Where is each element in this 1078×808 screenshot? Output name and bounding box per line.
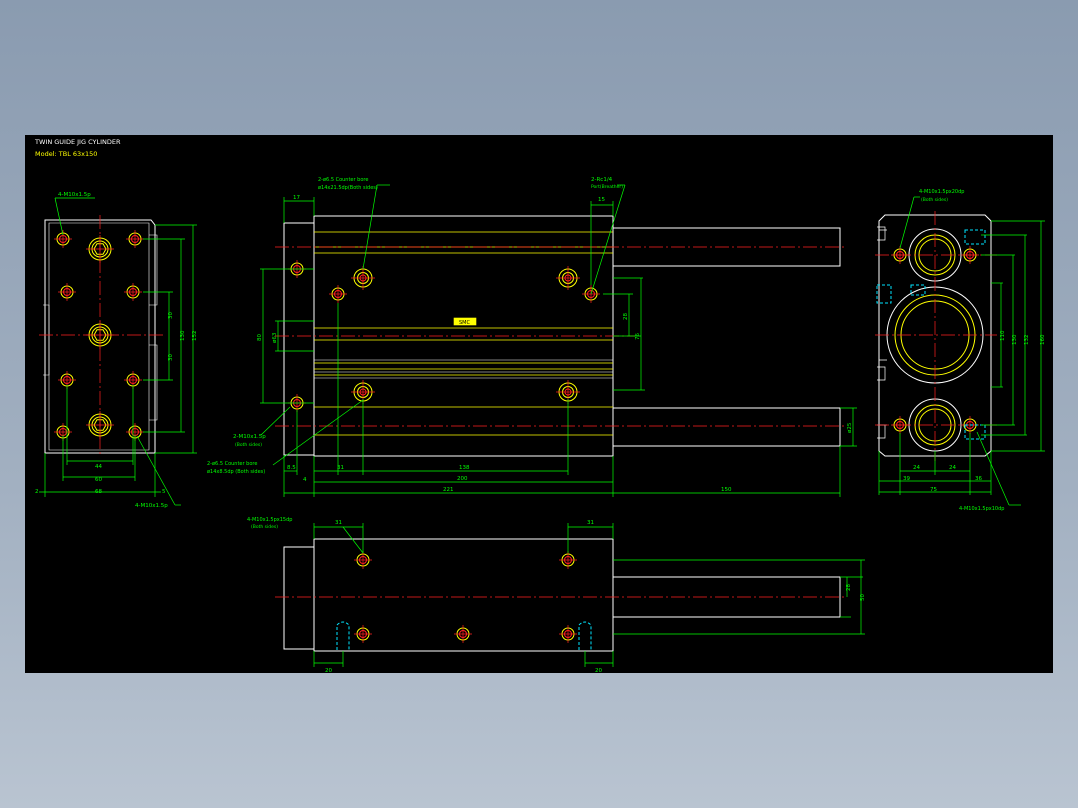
- front-callout-cbore-bottom: 2-ø6.5 Counter bore: [207, 461, 257, 467]
- right-callout-top: 4-M10x1.5px20dp: [919, 189, 964, 195]
- dim-28-bottom: 28: [846, 584, 852, 591]
- dim-20-right: 20: [595, 668, 602, 673]
- dim-221: 221: [443, 487, 454, 493]
- dim-24a: 24: [913, 465, 920, 471]
- dim-31: 31: [337, 465, 344, 471]
- cad-drawing: TWIN GUIDE JIG CYLINDER Model: TBL 63x15…: [34, 138, 1046, 673]
- dim-60: 60: [95, 477, 102, 483]
- front-callout-cbore-top-sub: ø14x21.5dp(Both sides): [318, 185, 378, 191]
- dim-80: 80: [257, 334, 263, 341]
- dim-5: 5: [162, 489, 166, 495]
- dim-30b: 30: [168, 354, 174, 361]
- dim-50: 50: [860, 594, 866, 601]
- drawing-title: TWIN GUIDE JIG CYLINDER: [34, 138, 121, 146]
- nameplate: [453, 317, 477, 326]
- dim-36: 36: [975, 476, 982, 482]
- front-view: SMC: [207, 177, 857, 497]
- dim-152: 152: [192, 331, 198, 342]
- left-end-view: 4-M10x1.5p 4-M10x1.5p 44 60 68 2 5 30 30…: [35, 192, 198, 509]
- dim-30a: 30: [168, 312, 174, 319]
- front-callout-tap: 2-M10x1.5p: [233, 434, 266, 440]
- cad-canvas: TWIN GUIDE JIG CYLINDER Model: TBL 63x15…: [25, 135, 1053, 673]
- dim-44: 44: [95, 464, 102, 470]
- front-callout-port: 2-Rc1/4: [591, 177, 613, 183]
- dim-31-bottom-left: 31: [335, 520, 342, 526]
- bottom-callout-sub: (Both sides): [251, 524, 278, 530]
- model-label: Model: TBL 63x150: [35, 150, 97, 158]
- dim-132: 132: [1024, 335, 1030, 346]
- dim-8-5: 8.5: [287, 465, 296, 471]
- dim-phi63: ø63: [272, 332, 278, 343]
- right-end-view: 4-M10x1.5px20dp (Both sides) 4-M10x1.5px…: [875, 189, 1046, 512]
- dim-200: 200: [457, 476, 468, 482]
- dim-110: 110: [1000, 330, 1006, 341]
- left-callout-top: 4-M10x1.5p: [58, 192, 91, 198]
- dim-24b: 24: [949, 465, 956, 471]
- dim-phi25: ø25: [847, 422, 853, 433]
- dim-2: 2: [35, 489, 39, 495]
- dim-160: 160: [1040, 334, 1046, 345]
- dim-150: 150: [721, 487, 732, 493]
- left-callout-bottom: 4-M10x1.5p: [135, 503, 168, 509]
- front-callout-port-sub: Port(Breather): [591, 184, 623, 190]
- dim-76: 76: [635, 333, 641, 340]
- dim-130r: 130: [1012, 334, 1018, 345]
- right-callout-top-sub: (Both sides): [921, 197, 948, 203]
- dim-130: 130: [180, 330, 186, 341]
- right-callout-bottom: 4-M10x1.5px10dp: [959, 506, 1004, 512]
- dim-68: 68: [95, 489, 102, 495]
- dim-20-left: 20: [325, 668, 332, 673]
- front-callout-cbore-top: 2-ø6.5 Counter bore: [318, 177, 368, 183]
- dim-39: 39: [903, 476, 910, 482]
- dim-4: 4: [303, 477, 307, 483]
- dim-75: 75: [930, 487, 937, 493]
- front-callout-cbore-bottom-sub: ø14x8.5dp (Both sides): [207, 469, 265, 475]
- dim-31-bottom-right: 31: [587, 520, 594, 526]
- dim-17: 17: [293, 195, 300, 201]
- dim-28: 28: [623, 313, 629, 320]
- dim-15: 15: [598, 197, 605, 203]
- nameplate-label: SMC: [459, 320, 470, 326]
- bottom-callout: 4-M10x1.5px15dp: [247, 517, 292, 523]
- dim-138: 138: [459, 465, 470, 471]
- front-callout-tap-sub: (Both sides): [235, 442, 262, 448]
- bottom-view: 4-M10x1.5px15dp (Both sides) 31 31 20 20…: [247, 517, 866, 673]
